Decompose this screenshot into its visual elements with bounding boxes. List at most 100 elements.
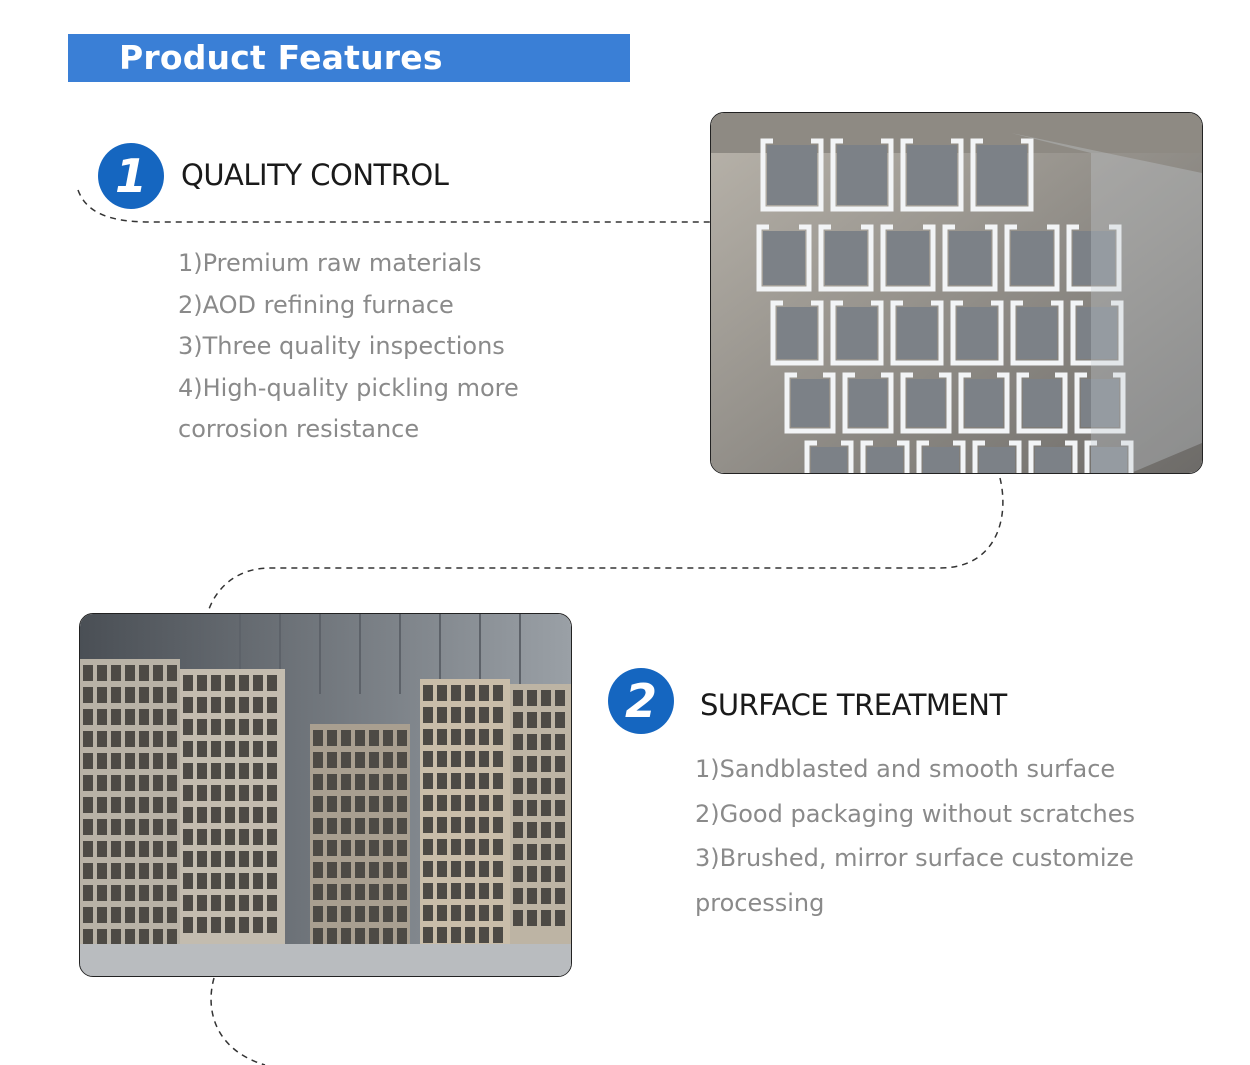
bundle-cell bbox=[423, 905, 433, 921]
bundle-cell bbox=[111, 709, 121, 725]
bundle-cell bbox=[341, 730, 351, 746]
bundle-cell bbox=[341, 774, 351, 790]
bundle-cell bbox=[383, 906, 393, 922]
channel-profile-shadow bbox=[1081, 379, 1119, 427]
bundle-cell bbox=[327, 752, 337, 768]
bundle-cell bbox=[267, 895, 277, 911]
bundle-cell bbox=[513, 888, 523, 904]
channel-profile-shape bbox=[900, 372, 952, 434]
bundle-cell bbox=[555, 734, 565, 750]
bundle-cell bbox=[125, 753, 135, 769]
bundle-cell bbox=[139, 863, 149, 879]
bundle-cell bbox=[83, 687, 93, 703]
bundle-cell bbox=[437, 927, 447, 943]
feature-item: processing bbox=[695, 888, 825, 917]
bundle-cell bbox=[139, 841, 149, 857]
bundle-cell bbox=[125, 819, 135, 835]
bundle-cell bbox=[541, 888, 551, 904]
bundle-cell bbox=[555, 910, 565, 926]
bundle-cell bbox=[383, 862, 393, 878]
bundle-cell bbox=[397, 818, 407, 834]
channel-profile-shape bbox=[880, 224, 936, 292]
bundle-cell bbox=[111, 885, 121, 901]
bundle-cell bbox=[397, 928, 407, 944]
bundle-cell bbox=[527, 712, 537, 728]
bundle-cell bbox=[83, 731, 93, 747]
bundle-cell bbox=[183, 895, 193, 911]
channel-profile-shape bbox=[830, 138, 894, 212]
bundle-cell bbox=[513, 822, 523, 838]
bundle-cell bbox=[97, 929, 107, 945]
bundle-cell bbox=[327, 862, 337, 878]
bundle-cell bbox=[253, 741, 263, 757]
bundle-cell bbox=[423, 707, 433, 723]
bundle-cell bbox=[493, 729, 503, 745]
bundle-cell bbox=[479, 773, 489, 789]
bundle-cell bbox=[267, 917, 277, 933]
bundle-cell bbox=[479, 861, 489, 877]
bundle-cell bbox=[327, 928, 337, 944]
bundle-cell bbox=[83, 775, 93, 791]
bundle-cell bbox=[183, 873, 193, 889]
bundle-cell bbox=[239, 851, 249, 867]
bundle-cell bbox=[383, 928, 393, 944]
channel-profile-shape bbox=[804, 440, 854, 473]
channel-profile-shape bbox=[942, 224, 998, 292]
bundle-cell bbox=[479, 795, 489, 811]
bundle-cell bbox=[397, 752, 407, 768]
bundle-cell bbox=[183, 741, 193, 757]
bundle-cell bbox=[267, 697, 277, 713]
bundle-cell bbox=[125, 731, 135, 747]
bundle-cell bbox=[197, 917, 207, 933]
bundle-cell bbox=[493, 817, 503, 833]
bundle-cell bbox=[239, 829, 249, 845]
bundle-cell bbox=[153, 885, 163, 901]
channel-profile-shape bbox=[970, 138, 1034, 212]
channel-profile-shape bbox=[1010, 300, 1064, 366]
bundle-cell bbox=[437, 905, 447, 921]
bundle-cell bbox=[397, 774, 407, 790]
feature-item: 3)Three quality inspections bbox=[178, 332, 505, 360]
bundle-cell bbox=[197, 785, 207, 801]
bundle-cell bbox=[541, 778, 551, 794]
bundle-cell bbox=[183, 807, 193, 823]
bundle-cell bbox=[97, 753, 107, 769]
bundle-cell bbox=[437, 817, 447, 833]
bundle-cell bbox=[225, 873, 235, 889]
bundle-cell bbox=[97, 665, 107, 681]
section-number-badge: 2 bbox=[608, 668, 674, 734]
bundle-cell bbox=[397, 730, 407, 746]
bundle-cell bbox=[527, 778, 537, 794]
bundle-cell bbox=[437, 729, 447, 745]
channel-profile-shadow bbox=[949, 231, 991, 285]
bundle-cell bbox=[493, 707, 503, 723]
bundle-cell bbox=[423, 817, 433, 833]
bundle-cell bbox=[183, 829, 193, 845]
feature-item: 1)Premium raw materials bbox=[178, 249, 482, 277]
bundle-cell bbox=[541, 756, 551, 772]
channel-profile-shadow bbox=[837, 145, 887, 205]
channel-profile-shape bbox=[760, 138, 824, 212]
bundle-cell bbox=[153, 863, 163, 879]
bundle-cell bbox=[139, 665, 149, 681]
bundle-cell bbox=[451, 729, 461, 745]
bundle-cell bbox=[267, 851, 277, 867]
bundle-cell bbox=[355, 818, 365, 834]
feature-item: 4)High-quality pickling more bbox=[178, 373, 519, 402]
bundle-cell bbox=[437, 773, 447, 789]
channel-profile-shadow bbox=[887, 231, 929, 285]
bundle-cell bbox=[139, 797, 149, 813]
bundle-cell bbox=[139, 687, 149, 703]
bundle-cell bbox=[139, 775, 149, 791]
channel-profile-shadow bbox=[1017, 307, 1057, 359]
bundle-cell bbox=[167, 775, 177, 791]
bundle-cell bbox=[111, 929, 121, 945]
bundle-cell bbox=[313, 752, 323, 768]
bundle-cell bbox=[513, 712, 523, 728]
bundle-cell bbox=[451, 707, 461, 723]
channel-profile-shadow bbox=[979, 447, 1015, 473]
bundle-cell bbox=[253, 763, 263, 779]
bundle-cell bbox=[437, 751, 447, 767]
bundle-cell bbox=[423, 861, 433, 877]
bundle-cell bbox=[397, 906, 407, 922]
